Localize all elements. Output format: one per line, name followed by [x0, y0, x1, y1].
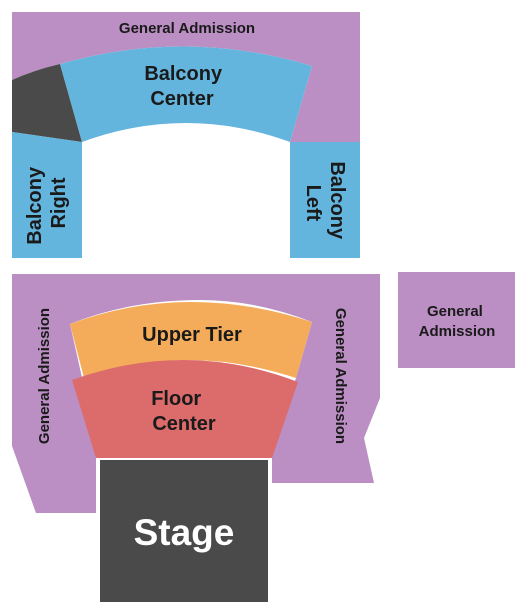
- balcony-right-label: Balcony Right: [24, 161, 70, 244]
- floor-center-label: Floor Center: [151, 388, 216, 435]
- balcony-right-label-line2: Right: [48, 177, 70, 228]
- floor-general-admission-right-label: General Admission: [332, 308, 349, 444]
- balcony-center-label: Balcony Center: [144, 63, 227, 110]
- floor-center-label-line2: Center: [152, 413, 216, 435]
- balcony-right-label-group: Balcony Right: [24, 161, 70, 245]
- upper-tier-label: Upper Tier: [142, 324, 242, 346]
- section-balcony-right[interactable]: [12, 132, 82, 258]
- stage-label: Stage: [134, 512, 235, 553]
- section-floor-center[interactable]: [72, 359, 298, 458]
- general-admission-box-label-line2: Admission: [419, 323, 496, 340]
- section-floor-general-admission-left[interactable]: [12, 274, 200, 513]
- balcony-center-label-line2: Center: [150, 88, 214, 110]
- balcony-left-label-line1: Balcony: [326, 161, 348, 240]
- floor-general-admission-left-label: General Admission: [36, 308, 53, 444]
- section-floor-general-admission-right[interactable]: [200, 274, 380, 483]
- section-general-admission-box[interactable]: [398, 272, 515, 368]
- floor-ga-right-label-group: General Admission: [332, 308, 349, 444]
- balcony-left-label: Balcony Left: [302, 161, 348, 244]
- general-admission-box-label: General Admission: [419, 303, 496, 340]
- section-upper-tier[interactable]: [70, 301, 312, 378]
- general-admission-box-label-line1: General: [427, 303, 483, 320]
- balcony-right-label-line1: Balcony: [24, 166, 46, 245]
- section-balcony-general-admission[interactable]: [12, 12, 360, 142]
- section-balcony-center[interactable]: [60, 46, 312, 142]
- balcony-left-label-line2: Left: [302, 185, 324, 222]
- section-balcony-left[interactable]: [290, 142, 360, 258]
- balcony-center-label-line1: Balcony: [144, 63, 223, 85]
- section-balcony-unavailable: [12, 64, 82, 142]
- floor-ga-left-label-group: General Admission: [36, 308, 53, 444]
- balcony-left-label-group: Balcony Left: [302, 161, 348, 244]
- stage: [100, 460, 268, 602]
- balcony-general-admission-label: General Admission: [119, 20, 255, 37]
- floor-center-label-line1: Floor: [151, 388, 201, 410]
